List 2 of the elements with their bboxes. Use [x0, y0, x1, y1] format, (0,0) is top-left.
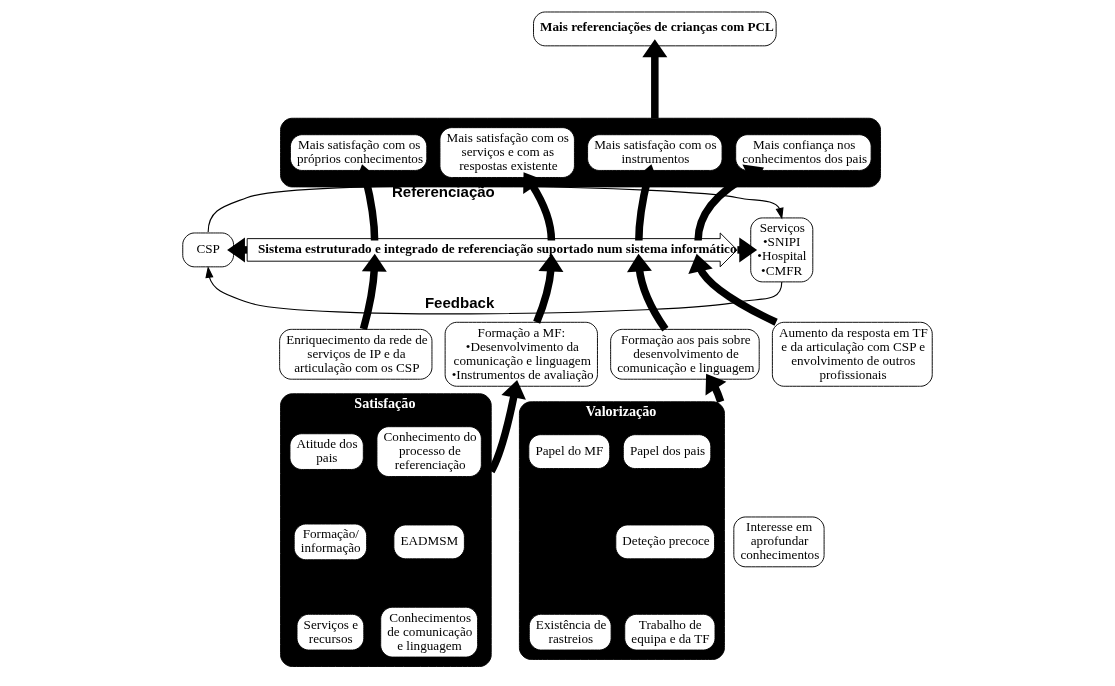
edge-label: Referenciação [392, 183, 495, 201]
edge-label: Feedback [424, 293, 495, 311]
